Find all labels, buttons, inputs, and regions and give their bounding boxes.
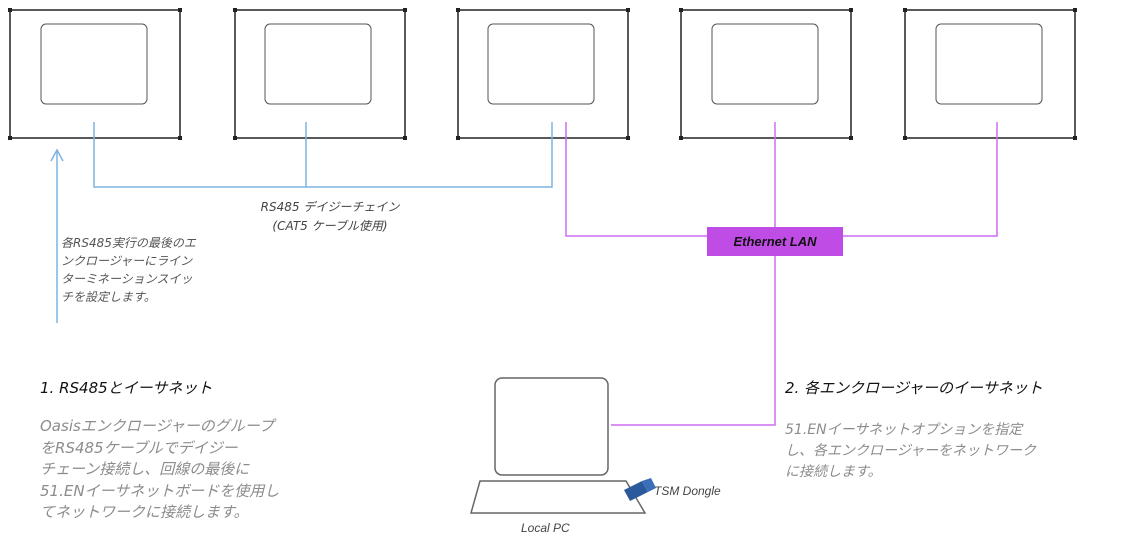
section2-body-line-1: 51.ENイーサネットオプションを指定	[785, 422, 1023, 438]
local-pc-label: Local PC	[521, 521, 570, 535]
ethernet-lan-label: Ethernet LAN	[707, 227, 843, 256]
rs485-label-line-1: RS485 デイジーチェイン	[260, 200, 400, 214]
rs485-label: RS485 デイジーチェイン (CAT5 ケーブル使用)	[0, 198, 660, 236]
enclosure-3	[456, 8, 630, 140]
enclosure-5	[903, 8, 1077, 140]
dongle-label: TSM Dongle	[654, 484, 721, 498]
section1-title: 1. RS485とイーサネット	[40, 379, 213, 397]
ethernet-lines	[565, 122, 998, 426]
terminator-note-line-4: チを設定します。	[61, 290, 156, 304]
terminator-note-line-2: ンクロージャーにライン	[61, 254, 193, 268]
section1-body-line-5: てネットワークに接続します。	[40, 503, 249, 521]
section2-body-line-2: し、各エンクロージャーをネットワーク	[785, 443, 1037, 459]
section1-body: Oasisエンクロージャーのグループ をRS485ケーブルでデイジー チェーン接…	[40, 416, 279, 524]
enclosure-2	[233, 8, 407, 140]
section1-body-line-4: 51.ENイーサネットボードを使用し	[40, 481, 280, 500]
rs485-chain	[93, 122, 553, 188]
section1-body-line-2: をRS485ケーブルでデイジー	[40, 438, 238, 457]
enclosure-4	[679, 8, 853, 140]
usb-dongle-icon	[624, 478, 656, 501]
terminator-note-line-3: ターミネーションスイッ	[61, 272, 193, 286]
section1-body-line-3: チェーン接続し、回線の最後に	[40, 460, 250, 478]
section2-body-line-3: に接続します。	[785, 464, 882, 480]
local-pc	[470, 377, 647, 514]
section1-body-line-1: Oasisエンクロージャーのグループ	[40, 417, 274, 435]
terminator-arrow	[50, 148, 64, 323]
section2-title: 2. 各エンクロージャーのイーサネット	[785, 379, 1043, 397]
rs485-label-line-2: (CAT5 ケーブル使用)	[272, 219, 388, 233]
section2-body: 51.ENイーサネットオプションを指定 し、各エンクロージャーをネットワーク に…	[785, 420, 1036, 483]
enclosure-1	[8, 8, 182, 140]
terminator-note-line-1: 各RS485実行の最後のエ	[61, 236, 196, 250]
terminator-note: 各RS485実行の最後のエ ンクロージャーにライン ターミネーションスイッ チを…	[61, 234, 196, 306]
